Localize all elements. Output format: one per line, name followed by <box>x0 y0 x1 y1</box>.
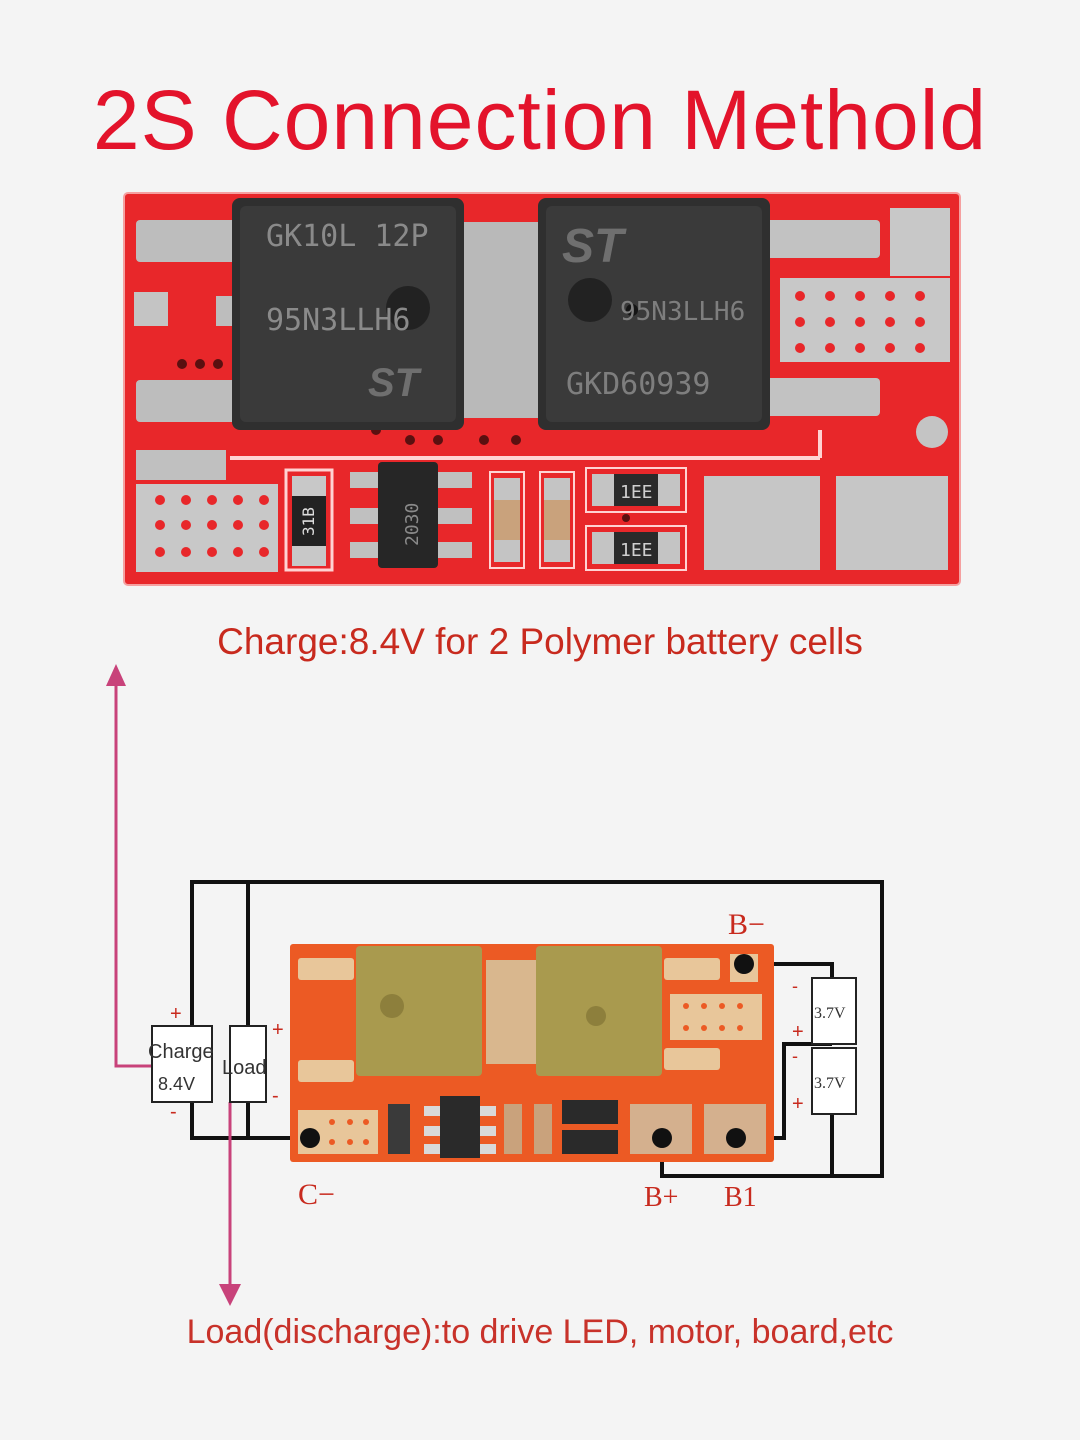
smd-capacitor-b: 1EE <box>585 525 687 571</box>
charger-source: Charge 8.4V + - <box>148 1003 214 1123</box>
pad <box>134 292 168 326</box>
mosfet-right-line3: GKD60939 <box>566 367 711 402</box>
pad <box>136 380 246 422</box>
svg-text:1EE: 1EE <box>620 482 653 503</box>
page-title: 2S Connection Methold <box>92 73 988 167</box>
svg-text:1EE: 1EE <box>620 540 653 561</box>
svg-text:Load: Load <box>222 1057 267 1079</box>
load-device: Load + - <box>222 1019 284 1107</box>
svg-text:2030: 2030 <box>402 503 423 546</box>
bottom-pcb <box>290 944 774 1162</box>
pad-b-minus <box>890 208 950 276</box>
resistor: 31B <box>284 468 334 572</box>
svg-text:8.4V: 8.4V <box>158 1074 195 1094</box>
capacitor <box>539 471 575 569</box>
wiring-diagram: Charge 8.4V + - Load + - 3.7V - + 3.7V -… <box>106 664 884 1306</box>
pad <box>760 220 880 258</box>
smd-capacitor-a: 1EE <box>585 467 687 513</box>
svg-text:-: - <box>170 1101 177 1123</box>
terminal-c-minus <box>300 1128 320 1148</box>
pad-b1 <box>836 476 948 570</box>
label-b-plus: B+ <box>644 1182 678 1213</box>
control-ic: 2030 <box>350 462 472 568</box>
svg-text:-: - <box>272 1085 279 1107</box>
terminal-b1 <box>726 1128 746 1148</box>
pad-round <box>916 416 948 448</box>
pad-b-plus <box>704 476 820 570</box>
mosfet-left-bottom <box>356 946 482 1076</box>
battery-cell-2: 3.7V - + <box>792 1046 857 1115</box>
svg-text:+: + <box>170 1003 182 1025</box>
pad <box>136 220 246 262</box>
st-logo: ST <box>562 220 627 273</box>
battery-cell-1: 3.7V - + <box>792 976 857 1045</box>
mosfet-left: GK10L 12P 95N3LLH6 ST <box>216 198 500 430</box>
charge-caption: Charge:8.4V for 2 Polymer battery cells <box>217 621 863 662</box>
mosfet-left-line2: 95N3LLH6 <box>266 303 411 338</box>
mosfet-right-line2: 95N3LLH6 <box>620 297 745 327</box>
mosfet-left-line1: GK10L 12P <box>266 219 429 254</box>
st-logo: ST <box>368 361 423 405</box>
label-c-minus: C− <box>298 1178 335 1211</box>
svg-text:+: + <box>792 1021 804 1043</box>
svg-text:+: + <box>792 1093 804 1115</box>
label-b-minus: B− <box>728 908 765 941</box>
svg-text:-: - <box>792 976 798 996</box>
control-ic-bottom <box>440 1096 480 1158</box>
arrow-down-icon <box>219 1284 241 1306</box>
pad <box>136 450 226 480</box>
svg-text:-: - <box>792 1046 798 1066</box>
load-caption: Load(discharge):to drive LED, motor, boa… <box>186 1313 894 1351</box>
svg-text:Charge: Charge <box>148 1041 214 1063</box>
capacitor <box>489 471 525 569</box>
mosfet-right: ST 95N3LLH6 GKD60939 <box>500 198 770 430</box>
terminal-b-plus <box>652 1128 672 1148</box>
svg-text:+: + <box>272 1019 284 1041</box>
top-pcb: GK10L 12P 95N3LLH6 ST ST 95N3LLH6 GKD609… <box>123 192 961 586</box>
svg-text:3.7V: 3.7V <box>814 1005 846 1022</box>
pad <box>760 378 880 416</box>
svg-text:3.7V: 3.7V <box>814 1075 846 1092</box>
arrow-up-icon <box>106 664 126 686</box>
label-b1: B1 <box>724 1182 757 1213</box>
svg-text:31B: 31B <box>299 507 318 536</box>
arrows <box>114 678 232 1290</box>
terminal-b-minus <box>734 954 754 974</box>
